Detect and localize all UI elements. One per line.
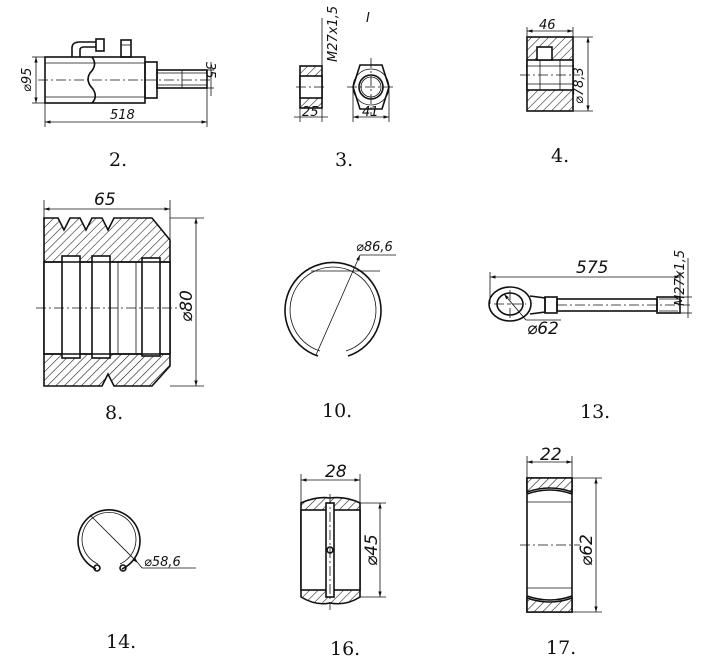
part-3-dim-width: 25 <box>302 105 319 120</box>
part-14-eyelet-left <box>93 564 101 572</box>
part-13-dim-length: 575 <box>576 258 608 278</box>
part-13-threaded-end <box>656 296 681 314</box>
part-10-dim-diameter: ⌀86,6 <box>356 240 393 255</box>
part-17-number: 17. <box>546 637 576 659</box>
part-3-dim-across-flats: 41 <box>362 105 379 120</box>
part-2-dim-length: 518 <box>110 108 135 123</box>
part-2-dim-diameter: ⌀95 <box>20 68 35 92</box>
part-4-drawing: 46 ⌀78,3 4. <box>520 18 593 167</box>
part-2-number: 2. <box>109 149 127 171</box>
part-16-drawing: 28 ⌀45 16. <box>300 462 386 660</box>
part-14-number: 14. <box>106 631 136 653</box>
part-8-number: 8. <box>105 402 123 424</box>
part-13-drawing: 575 M27x1,5 ⌀62 13. <box>488 250 692 423</box>
part-3-number: 3. <box>335 149 353 171</box>
part-3-drawing: I M27x1,5 25 41 3. <box>294 6 395 171</box>
part-16-dim-diameter: ⌀45 <box>362 534 382 566</box>
part-14-drawing: ⌀58,6 14. <box>77 509 196 653</box>
part-16-number: 16. <box>330 638 360 660</box>
part-8-drawing: 65 ⌀80 8. <box>36 190 204 424</box>
part-17-dim-diameter: ⌀62 <box>577 534 597 566</box>
part-4-dim-width: 46 <box>539 18 556 33</box>
part-8-dim-width: 65 <box>94 190 116 210</box>
part-4-dim-diameter: ⌀78,3 <box>572 67 587 104</box>
part-17-drawing: 22 ⌀62 17. <box>520 445 602 659</box>
part-10-split-ring <box>284 261 382 357</box>
part-13-number: 13. <box>580 401 610 423</box>
part-8-dim-diameter: ⌀80 <box>177 290 197 322</box>
part-10-drawing: ⌀86,6 10. <box>284 240 396 422</box>
part-2-dim-rod: 35 <box>202 62 217 79</box>
part-17-dim-width: 22 <box>540 445 562 465</box>
part-14-dim-diameter: ⌀58,6 <box>144 555 181 570</box>
part-13-dim-eye: ⌀62 <box>527 319 559 339</box>
part-14-circlip <box>77 509 141 570</box>
part-2-drawing: ⌀95 518 35 2. <box>20 38 217 171</box>
part-16-dim-width: 28 <box>325 462 347 482</box>
part-4-number: 4. <box>551 145 569 167</box>
part-3-mark: I <box>366 11 370 26</box>
part-14-eyelet-right <box>119 564 127 572</box>
part-10-number: 10. <box>322 400 352 422</box>
part-2-fitting-left <box>71 41 96 57</box>
part-3-dim-thread: M27x1,5 <box>326 6 341 62</box>
part-13-eye <box>488 286 532 322</box>
part-2-break-line <box>87 56 97 104</box>
part-2-fitting-right <box>120 39 132 58</box>
part-13-dim-thread: M27x1,5 <box>673 250 688 306</box>
